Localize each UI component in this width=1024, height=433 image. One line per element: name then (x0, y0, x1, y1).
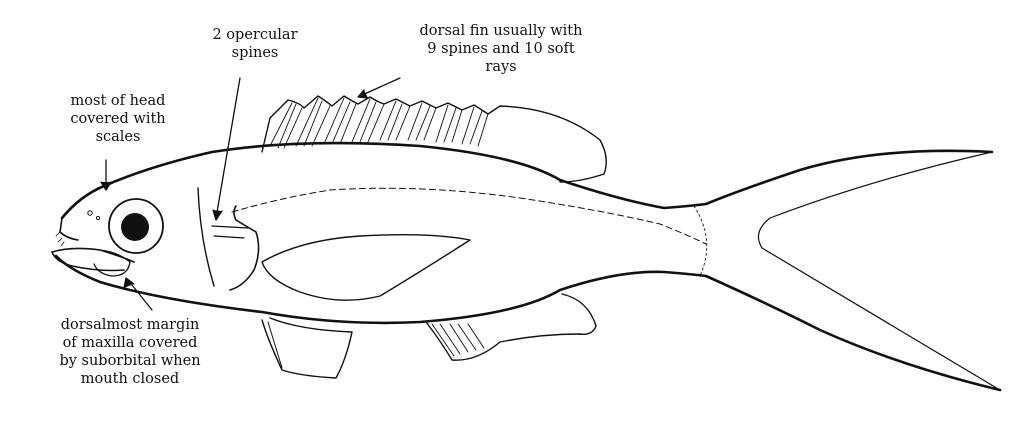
dorsal-fin (261, 95, 607, 183)
callout-head-scales-arrow (100, 181, 112, 191)
label-line: covered with (70, 111, 166, 127)
caudal-peduncle-line (693, 205, 708, 277)
head (51, 187, 260, 291)
preoperculum (197, 187, 215, 287)
dorsal-fin-rays (269, 97, 489, 149)
maxilla (93, 249, 131, 277)
pelvic-fin-spine (267, 321, 283, 369)
label-line: 9 spines and 10 soft (427, 41, 575, 57)
anal-fin-outline (425, 293, 597, 361)
pectoral-fin (261, 233, 471, 301)
pelvic-fin (261, 317, 353, 379)
teeth (55, 231, 65, 247)
label-line: mouth closed (80, 371, 180, 387)
mouth-upper-jaw (51, 247, 135, 263)
tail-fork (757, 151, 1001, 391)
label-opercular-spines: 2 opercular spines (200, 26, 310, 62)
label-line: scales (95, 129, 141, 145)
snout (59, 217, 79, 241)
eye-outer (108, 198, 164, 254)
label-head-scales: most of head covered with scales (60, 92, 176, 146)
belly-outline (54, 254, 1002, 392)
label-line: 2 opercular (212, 27, 298, 43)
dorsal-fin-outline (261, 95, 607, 183)
callout-opercular (215, 77, 241, 219)
pelvic-fin-outline (261, 317, 353, 379)
operculum-edge (229, 205, 260, 291)
callout-maxilla (127, 279, 153, 311)
label-line: spines (231, 45, 279, 61)
label-line: rays (485, 59, 517, 75)
anal-fin-rays (431, 323, 485, 357)
callout-dorsal (359, 77, 401, 97)
mouth-lower-jaw (51, 251, 125, 272)
callout-dorsal-arrow (357, 89, 369, 99)
callout-maxilla-arrow (123, 277, 135, 289)
nostril-2 (95, 215, 101, 221)
anal-fin (425, 293, 597, 361)
label-line: dorsalmost margin (60, 317, 200, 333)
label-line: of maxilla covered (62, 335, 198, 351)
label-line: by suborbital when (59, 353, 201, 369)
label-maxilla: dorsalmost margin of maxilla covered by … (40, 316, 220, 388)
label-line: dorsal fin usually with (419, 23, 583, 39)
nostril (87, 210, 93, 216)
eye-pupil (121, 213, 149, 241)
callouts (100, 77, 401, 311)
label-dorsal-fin: dorsal fin usually with 9 spines and 10 … (392, 22, 610, 76)
callout-opercular-arrow (212, 209, 223, 221)
body-outline (60, 141, 994, 220)
label-line: most of head (70, 93, 166, 109)
opercular-spines (211, 225, 249, 239)
lateral-line (231, 187, 707, 245)
